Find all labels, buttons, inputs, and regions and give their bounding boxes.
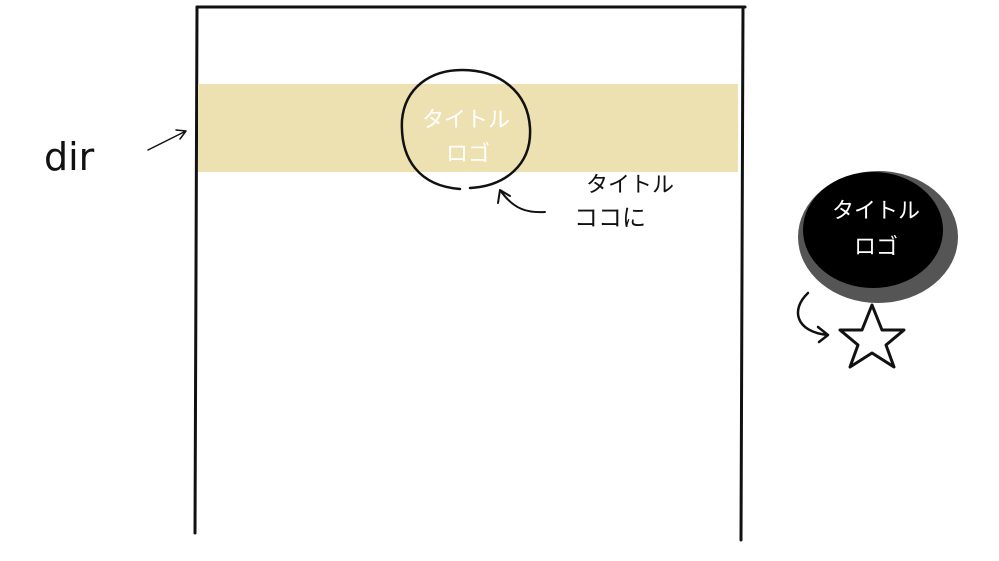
annotation-arrow-icon bbox=[497, 189, 546, 214]
header-band bbox=[198, 84, 738, 172]
dark-logo-line2: ロゴ bbox=[854, 235, 898, 260]
dark-logo: タイトル ロゴ bbox=[798, 171, 958, 303]
logo-text-line1: タイトル bbox=[422, 108, 510, 133]
logo-circle: タイトル ロゴ bbox=[400, 68, 532, 191]
logo-text-line2: ロゴ bbox=[446, 142, 490, 167]
annotation-line1: タイトル bbox=[586, 173, 674, 198]
dir-arrow-icon bbox=[147, 129, 187, 151]
curved-arrow-icon bbox=[796, 291, 830, 344]
star-icon bbox=[838, 303, 906, 369]
dir-label: dir bbox=[44, 135, 95, 179]
annotation-line2: ココに bbox=[574, 204, 646, 232]
dark-logo-line1: タイトル bbox=[832, 199, 920, 224]
page-frame bbox=[193, 5, 747, 542]
